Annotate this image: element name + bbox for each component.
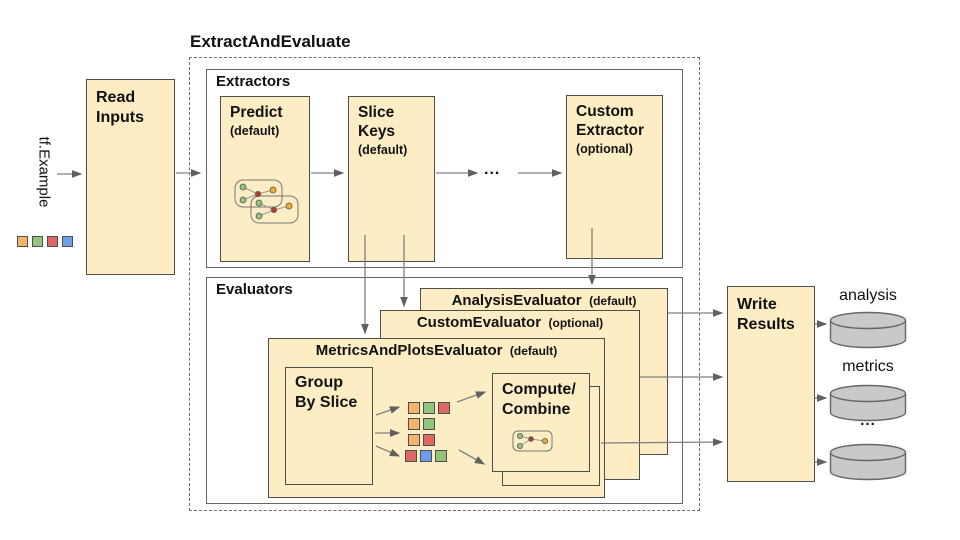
slice-group-row	[408, 418, 438, 430]
metrics-output-label: metrics	[842, 358, 894, 375]
slice-group-row	[408, 434, 438, 446]
green-square	[423, 402, 435, 414]
read-inputs-label: Read Inputs	[96, 89, 144, 126]
orange-square	[408, 402, 420, 414]
slice-keys-label: Slice Keys	[358, 104, 396, 140]
red-square	[47, 236, 58, 247]
tf-example-label: tf.Example	[35, 136, 53, 208]
metrics-datastore-cylinder	[829, 384, 907, 422]
metrics-and-plots-evaluator-qualifier: (default)	[509, 344, 558, 358]
slice-keys-extractor-box: Slice Keys (default)	[348, 96, 435, 262]
compute-combine-box: Compute/ Combine	[492, 373, 590, 472]
orange-square	[408, 434, 420, 446]
other-datastore-cylinder	[829, 443, 907, 481]
custom-extractor-label: Custom Extractor	[576, 103, 645, 139]
analysis-output-label: analysis	[839, 287, 897, 304]
extract-and-evaluate-container	[189, 57, 700, 511]
group-by-slice-label: Group By Slice	[295, 374, 358, 411]
read-inputs-box: Read Inputs	[86, 79, 175, 275]
blue-square	[62, 236, 73, 247]
red-square	[405, 450, 417, 462]
evaluators-label: Evaluators	[216, 281, 293, 298]
extractors-label: Extractors	[216, 73, 291, 90]
predict-extractor-box: Predict (default)	[220, 96, 310, 262]
combine-graph-icon	[512, 430, 553, 452]
custom-evaluator-qualifier: (optional)	[548, 316, 604, 330]
model-graph-icon	[234, 179, 299, 224]
slice-keys-qualifier: (default)	[358, 142, 408, 157]
red-square	[438, 402, 450, 414]
analysis-evaluator-qualifier: (default)	[589, 294, 637, 308]
write-results-label: Write Results	[737, 296, 795, 333]
blue-square	[420, 450, 432, 462]
predict-label: Predict	[230, 104, 283, 121]
analysis-datastore-cylinder	[829, 311, 907, 349]
custom-extractor-qualifier: (optional)	[576, 141, 633, 156]
slice-group-row	[408, 402, 453, 414]
custom-evaluator-name: CustomEvaluator	[416, 314, 542, 331]
input-example-squares	[17, 236, 77, 247]
orange-square	[408, 418, 420, 430]
more-outputs-ellipsis: ...	[860, 412, 876, 429]
group-by-slice-box: Group By Slice	[285, 367, 373, 485]
orange-square	[17, 236, 28, 247]
compute-combine-label: Compute/ Combine	[502, 381, 576, 418]
custom-extractor-box: Custom Extractor (optional)	[566, 95, 663, 259]
green-square	[423, 418, 435, 430]
metrics-and-plots-evaluator-name: MetricsAndPlotsEvaluator	[315, 342, 503, 359]
more-extractors-ellipsis: ...	[484, 161, 501, 178]
red-square	[423, 434, 435, 446]
extract-and-evaluate-title: ExtractAndEvaluate	[190, 32, 351, 51]
slice-group-row	[405, 450, 450, 462]
analysis-evaluator-name: AnalysisEvaluator	[451, 292, 582, 309]
write-results-box: Write Results	[727, 286, 815, 482]
green-square	[435, 450, 447, 462]
predict-qualifier: (default)	[230, 123, 280, 138]
green-square	[32, 236, 43, 247]
